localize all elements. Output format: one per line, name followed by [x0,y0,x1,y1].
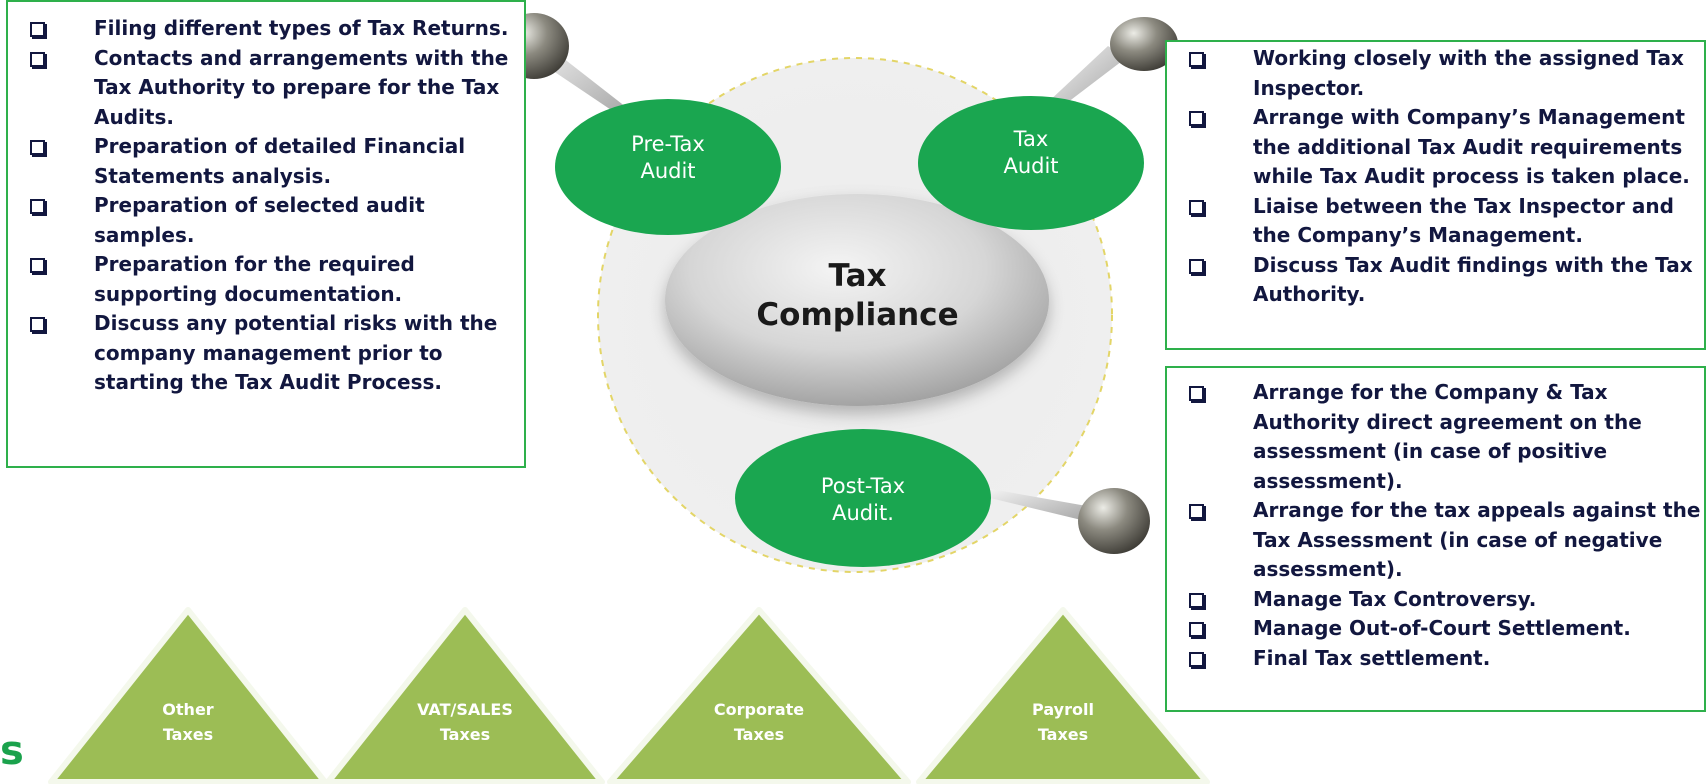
tax-connector-stem [1046,46,1126,112]
pre-tax-audit-list: Filing different types of Tax Returns. C… [8,2,524,398]
pre-tax-audit-label-line1: Pre-Tax [631,132,705,156]
list-item-text: Preparation for the required supporting … [94,252,415,306]
post-connector-ball [1078,488,1150,554]
checkbox-bullet-icon [1189,386,1204,401]
post-tax-audit-label: Post-Tax Audit. [773,473,953,527]
checkbox-bullet-icon [1189,622,1204,637]
triangle-corporate-taxes [607,607,911,784]
checkbox-bullet-icon [30,140,45,155]
list-item: Discuss Tax Audit findings with the Tax … [1167,251,1704,310]
post-connector-stem [985,488,1098,524]
list-item: Manage Out-of-Court Settlement. [1167,614,1704,644]
list-item: Arrange with Company’s Management the ad… [1167,103,1704,192]
list-item-text: Discuss Tax Audit findings with the Tax … [1253,252,1693,307]
list-item: Preparation of selected audit samples. [8,191,524,250]
checkbox-bullet-icon [1189,651,1204,667]
corporate-taxes-label-line2: Taxes [733,725,785,744]
list-item-text: Arrange for the Company & Tax Authority … [1253,380,1642,493]
vat-sales-taxes-label-line1: VAT/SALES [417,700,513,719]
list-item: Arrange for the Company & Tax Authority … [1167,378,1704,496]
checkbox-bullet-icon [1189,504,1204,519]
list-item: Preparation for the required supporting … [8,250,524,309]
checkbox-bullet-icon [30,317,45,332]
list-item-text: Discuss any potential risks with the com… [94,311,498,394]
tax-audit-label-line2: Audit [1003,154,1059,178]
other-taxes-label-line2: Taxes [162,725,214,744]
list-item-text: Arrange for the tax appeals against the … [1253,498,1701,581]
payroll-taxes-label: Payroll Taxes [983,697,1143,747]
post-tax-audit-node [735,429,991,567]
checkbox-bullet-icon [30,199,45,214]
corporate-taxes-label: Corporate Taxes [679,697,839,747]
center-label-line2: Compliance [756,297,959,333]
other-taxes-label-line1: Other [162,700,214,719]
list-item-text: Arrange with Company’s Management the ad… [1253,105,1690,188]
list-item-text: Contacts and arrangements with the Tax A… [94,45,509,129]
center-node [665,194,1049,406]
tax-audit-list: Working closely with the assigned Tax In… [1167,42,1704,310]
payroll-taxes-label-line1: Payroll [1032,700,1094,719]
checkbox-bullet-icon [30,51,45,67]
payroll-taxes-label-line2: Taxes [1037,725,1089,744]
checkbox-bullet-icon [30,22,45,37]
list-item-text: Working closely with the assigned Tax In… [1253,46,1684,100]
tax-connector-ball [1110,17,1178,71]
corner-glyph: s [0,728,24,774]
list-item-text: Filing different types of Tax Returns. [94,16,509,40]
pre-tax-audit-node [555,99,781,235]
list-item-text: Preparation of selected audit samples. [94,193,425,247]
list-item: Manage Tax Controversy. [1167,585,1704,615]
corporate-taxes-label-line1: Corporate [713,700,805,719]
checkbox-bullet-icon [30,258,45,273]
triangle-payroll-taxes [916,607,1210,784]
post-tax-audit-list: Arrange for the Company & Tax Authority … [1167,368,1704,673]
tax-audit-label-line1: Tax [1013,127,1049,151]
other-taxes-label: Other Taxes [108,697,268,747]
list-item: Contacts and arrangements with the Tax A… [8,44,524,133]
list-item: Liaise between the Tax Inspector and the… [1167,192,1704,251]
tax-audit-label: Tax Audit [951,126,1111,180]
tax-audit-box: Working closely with the assigned Tax In… [1165,40,1706,350]
center-label-line1: Tax [828,258,887,294]
checkbox-bullet-icon [1189,258,1204,274]
list-item: Discuss any potential risks with the com… [8,309,524,398]
list-item-text: Liaise between the Tax Inspector and the… [1253,193,1674,248]
post-tax-audit-box: Arrange for the Company & Tax Authority … [1165,366,1706,712]
checkbox-bullet-icon [1189,592,1204,608]
list-item: Final Tax settlement. [1167,644,1704,674]
checkbox-bullet-icon [1189,111,1204,126]
list-item-text: Manage Out-of-Court Settlement. [1253,616,1631,640]
post-tax-audit-label-line2: Audit. [832,501,894,525]
list-item-text: Manage Tax Controversy. [1253,586,1537,611]
pre-tax-audit-label-line2: Audit [640,159,696,183]
list-item: Working closely with the assigned Tax In… [1167,44,1704,103]
checkbox-bullet-icon [1189,199,1204,215]
center-label: Tax Compliance [665,257,1050,335]
list-item-text: Final Tax settlement. [1253,645,1491,670]
vat-sales-taxes-label: VAT/SALES Taxes [385,697,545,747]
triangle-other-taxes [48,607,328,784]
pre-tax-audit-box: Filing different types of Tax Returns. C… [6,0,526,468]
list-item-text: Preparation of detailed Financial Statem… [94,134,466,188]
tax-audit-node [918,96,1144,230]
pre-tax-audit-label: Pre-Tax Audit [588,131,748,185]
list-item: Arrange for the tax appeals against the … [1167,496,1704,585]
triangle-vat-sales-taxes [325,607,605,784]
checkbox-bullet-icon [1189,52,1204,67]
post-tax-audit-label-line1: Post-Tax [820,474,906,498]
vat-sales-taxes-label-line2: Taxes [439,725,491,744]
list-item: Preparation of detailed Financial Statem… [8,132,524,191]
list-item: Filing different types of Tax Returns. [8,14,524,44]
